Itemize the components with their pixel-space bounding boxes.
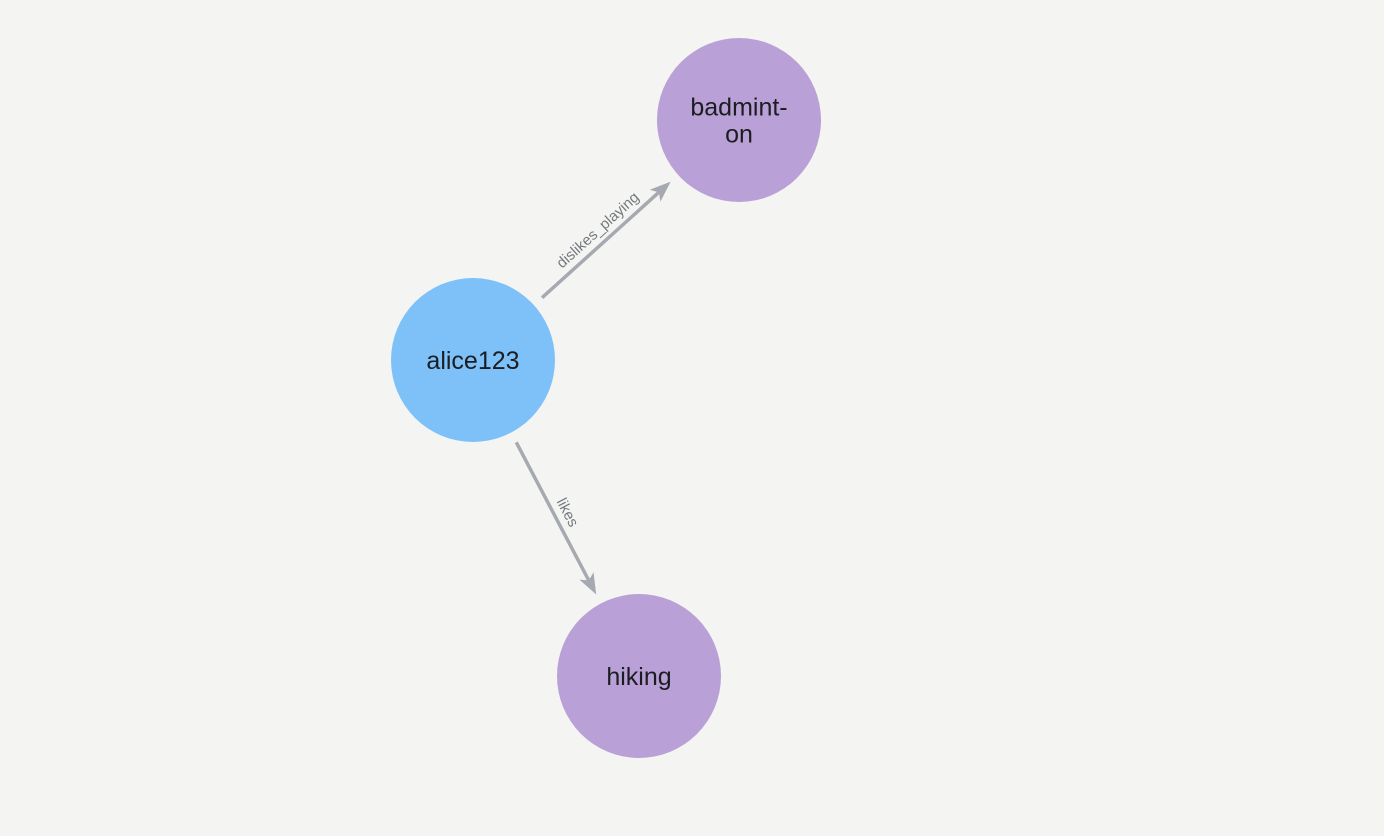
node-label: alice123 xyxy=(426,347,519,375)
graph-node-badminton[interactable]: badmint-on xyxy=(657,38,821,202)
node-label: badmint-on xyxy=(690,94,787,149)
node-circle-hiking[interactable] xyxy=(557,594,721,758)
edge-line-dislikes_playing[interactable] xyxy=(540,191,660,299)
graph-node-alice123[interactable]: alice123 xyxy=(391,278,555,442)
node-label: hiking xyxy=(606,663,671,691)
graph-node-hiking[interactable]: hiking xyxy=(557,594,721,758)
edge-arrowhead xyxy=(579,572,597,595)
edge-alice123-hiking: likes xyxy=(514,441,597,595)
edge-label: dislikes_playing xyxy=(553,189,642,272)
node-circle-alice123[interactable] xyxy=(391,278,555,442)
edge-label: likes xyxy=(553,495,582,529)
edge-alice123-badminton: dislikes_playing xyxy=(540,181,671,299)
edge-arrowhead xyxy=(649,181,671,202)
edge-line-likes[interactable] xyxy=(514,441,591,582)
node-circle-badminton[interactable] xyxy=(657,38,821,202)
